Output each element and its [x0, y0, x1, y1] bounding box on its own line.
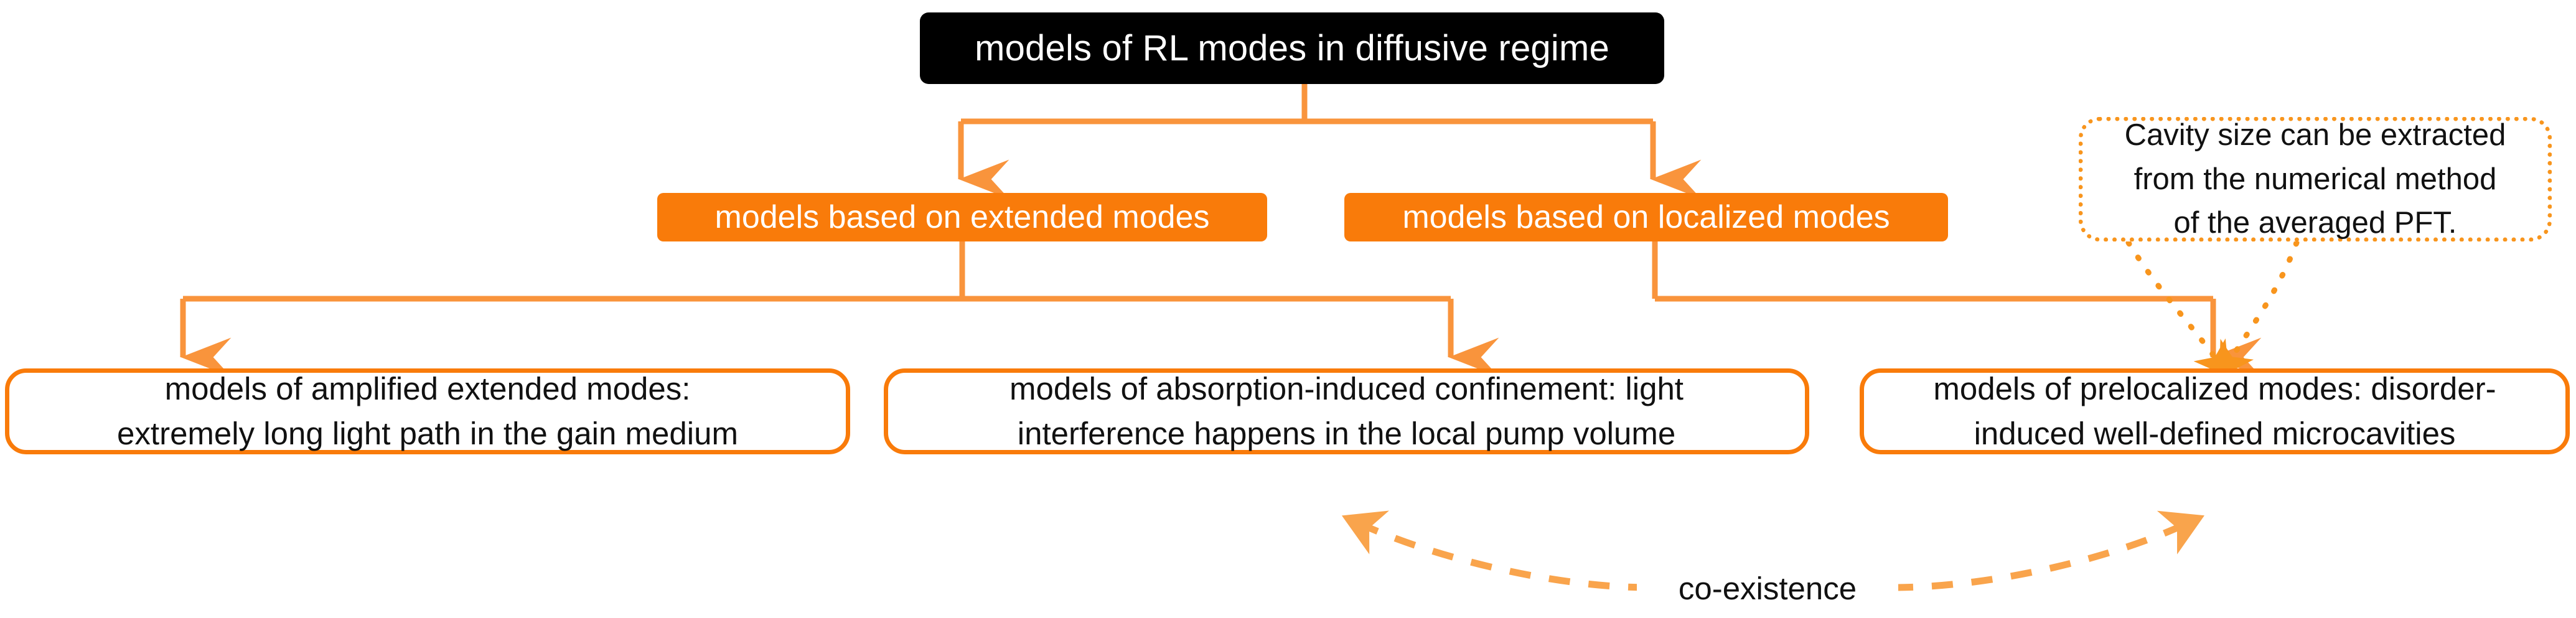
node-prelocalized-text: models of prelocalized modes: disorder- … [1875, 367, 2554, 457]
coexistence-arrow-left [1341, 510, 1650, 591]
node-amplified-line2: extremely long light path in the gain me… [117, 416, 738, 451]
node-models-of-prelocalized-modes[interactable]: models of prelocalized modes: disorder- … [1860, 368, 2570, 454]
node-amplified-text: models of amplified extended modes: extr… [21, 367, 835, 457]
node-models-based-on-extended-modes[interactable]: models based on extended modes [657, 193, 1267, 241]
node-absorption-line1: models of absorption-induced confinement… [1009, 370, 1684, 406]
node-extended-label: models based on extended modes [714, 199, 1210, 235]
callout-cavity-size-note[interactable]: Cavity size can be extracted from the nu… [2079, 117, 2552, 241]
coexistence-label: co-existence [1637, 573, 1898, 604]
node-prelocalized-line1: models of prelocalized modes: disorder- [1933, 370, 2496, 406]
node-models-of-absorption-induced-confinement[interactable]: models of absorption-induced confinement… [884, 368, 1809, 454]
node-root[interactable]: models of RL modes in diffusive regime [920, 12, 1664, 84]
callout-text: Cavity size can be extracted from the nu… [2125, 113, 2506, 245]
node-absorption-line2: interference happens in the local pump v… [1017, 416, 1676, 451]
node-prelocalized-line2: induced well-defined microcavities [1974, 416, 2456, 451]
node-models-of-amplified-extended-modes[interactable]: models of amplified extended modes: extr… [5, 368, 850, 454]
callout-line3: of the averaged PFT. [2173, 206, 2457, 240]
callout-tail-right [2219, 240, 2300, 378]
callout-line2: from the numerical method [2133, 162, 2497, 196]
callout-line1: Cavity size can be extracted [2124, 118, 2506, 152]
node-models-based-on-localized-modes[interactable]: models based on localized modes [1344, 193, 1948, 241]
coexistence-arrow-right [1891, 510, 2204, 591]
node-amplified-line1: models of amplified extended modes: [164, 370, 691, 406]
node-localized-label: models based on localized modes [1402, 199, 1890, 235]
node-absorption-text: models of absorption-induced confinement… [899, 367, 1794, 457]
node-root-label: models of RL modes in diffusive regime [975, 28, 1609, 68]
callout-tail-left [2125, 240, 2229, 377]
